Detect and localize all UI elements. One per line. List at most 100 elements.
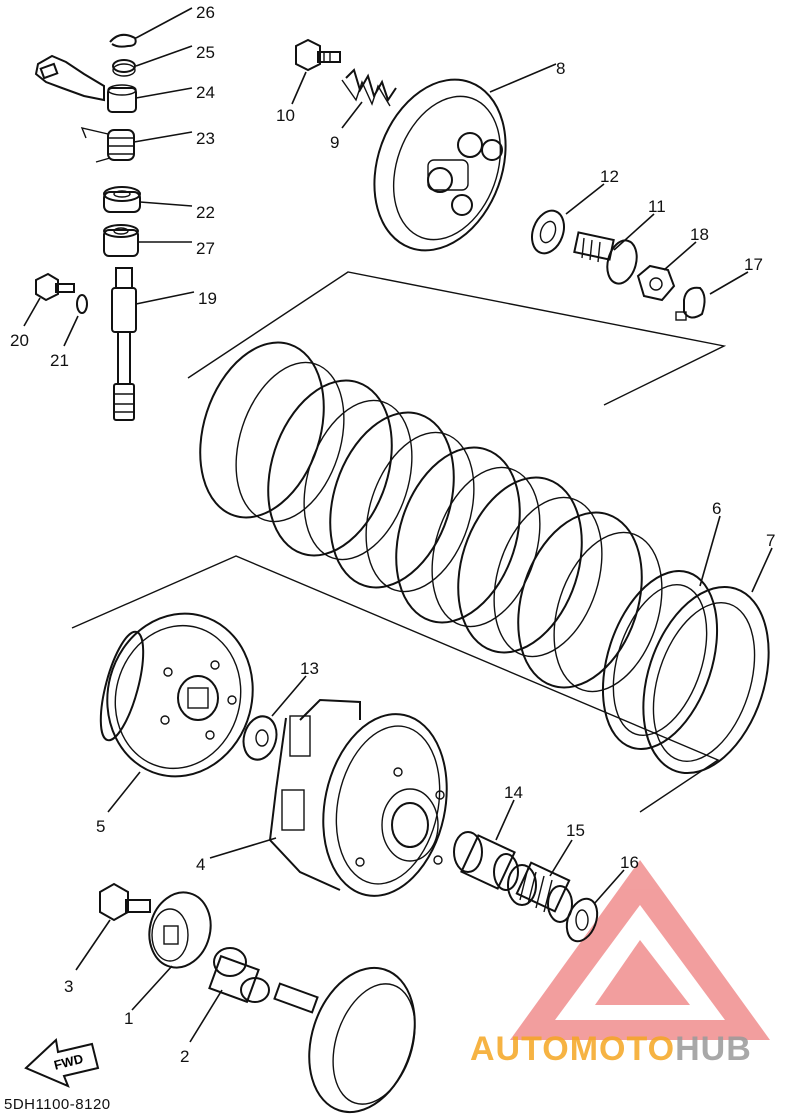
leader-line-6	[699, 515, 721, 587]
clutch-plate-ring	[457, 476, 583, 654]
leader-line-3	[75, 919, 111, 971]
watermark-hub: HUB	[675, 1030, 752, 1068]
leader-line-7	[751, 547, 773, 593]
push-rod-part	[573, 231, 638, 285]
watermark-text: AUTOMOTOHUB	[470, 1030, 752, 1069]
friction-plate-7-part	[642, 585, 770, 775]
leader-line-14	[495, 799, 515, 841]
leader-line-12	[565, 183, 605, 215]
part-label-20: 20	[10, 331, 29, 350]
leader-line-21	[63, 315, 79, 347]
part-label-10: 10	[276, 106, 295, 125]
small-washer-part	[76, 294, 88, 314]
part-label-24: 24	[196, 83, 215, 102]
clutch-plate-ring	[365, 431, 475, 593]
leader-line-13	[271, 675, 307, 717]
hub-group-bracket	[71, 555, 720, 813]
leader-line-15	[549, 839, 573, 877]
part-label-23: 23	[196, 129, 215, 148]
leader-line-26	[135, 7, 193, 39]
hub-bolt-part	[99, 882, 151, 922]
leader-line-18	[663, 241, 697, 271]
collar-part	[208, 947, 270, 1004]
clutch-plate-ring	[553, 531, 663, 693]
torsion-spring-part	[80, 127, 135, 163]
leader-line-22	[139, 201, 193, 207]
part-label-11: 11	[648, 197, 666, 216]
leader-line-19	[135, 291, 195, 305]
lock-washer-part	[675, 286, 706, 321]
leader-line-24	[135, 87, 193, 99]
clutch-plate-ring	[493, 496, 603, 658]
push-shaft-part	[111, 267, 137, 421]
part-label-26: 26	[196, 3, 215, 22]
leader-line-16	[593, 869, 625, 905]
leader-line-5	[107, 771, 141, 813]
watermark-auto: AUTO	[470, 1030, 570, 1068]
part-number-labels: 1234567891011121314151617181920212223242…	[10, 3, 775, 1066]
part-label-13: 13	[300, 659, 319, 678]
leader-line-10	[291, 71, 307, 105]
leader-lines	[23, 7, 773, 1043]
needle-bearing-part	[507, 861, 573, 923]
part-label-2: 2	[180, 1047, 189, 1066]
fwd-label: FWD	[52, 1051, 84, 1073]
primary-driven-gear-part	[99, 612, 254, 778]
part-label-22: 22	[196, 203, 215, 222]
plate-group-bracket	[187, 271, 727, 406]
clutch-plate-ring	[517, 511, 643, 689]
clutch-plate-ring	[303, 399, 413, 561]
leader-line-9	[341, 101, 363, 129]
leader-line-25	[135, 45, 193, 67]
part-label-4: 4	[196, 855, 205, 874]
part-label-15: 15	[566, 821, 585, 840]
lock-nut-part	[636, 264, 676, 302]
leader-line-1	[131, 965, 173, 1011]
washer-part	[112, 59, 136, 77]
part-label-18: 18	[690, 225, 709, 244]
clip-part	[109, 33, 137, 48]
clutch-plate-ring	[235, 361, 345, 523]
bearing-part	[103, 186, 141, 213]
part-label-19: 19	[198, 289, 217, 308]
watermark-logo-icon	[510, 860, 770, 1040]
part-label-16: 16	[620, 853, 639, 872]
leader-line-17	[709, 271, 749, 295]
leader-line-4	[209, 837, 277, 859]
part-label-25: 25	[196, 43, 215, 62]
clutch-plate-ring	[395, 446, 521, 624]
drive-gear-part	[148, 891, 212, 969]
watermark-moto: MOTO	[569, 1030, 676, 1068]
pressure-plate-part	[373, 78, 507, 252]
part-label-21: 21	[50, 351, 69, 370]
main-shaft-part	[273, 966, 416, 1114]
spacer-part	[453, 831, 519, 891]
clutch-plate-ring	[329, 411, 455, 589]
part-label-7: 7	[766, 531, 775, 550]
leader-line-2	[189, 989, 223, 1043]
clutch-plate-stack	[199, 341, 663, 693]
fwd-arrow-icon: FWD	[24, 1037, 100, 1088]
clutch-plate-6-part	[601, 570, 719, 750]
leader-line-20	[23, 297, 41, 327]
clutch-housing-part	[268, 698, 448, 897]
part-label-5: 5	[96, 817, 105, 836]
part-label-6: 6	[712, 499, 721, 518]
leader-line-11	[613, 213, 655, 251]
small-bolt-part	[35, 272, 75, 302]
pressure-plate-bolt-part	[295, 38, 341, 72]
part-label-17: 17	[744, 255, 763, 274]
washer-16-part	[565, 897, 599, 943]
bushing-part	[103, 224, 139, 257]
push-lever-part	[34, 54, 137, 113]
clutch-plate-ring	[267, 379, 393, 557]
part-label-27: 27	[196, 239, 215, 258]
part-label-8: 8	[556, 59, 565, 78]
part-label-12: 12	[600, 167, 619, 186]
thrust-washer-part	[242, 715, 278, 761]
part-label-1: 1	[124, 1009, 133, 1028]
washer-12-part	[531, 209, 565, 255]
clutch-plate-ring	[199, 341, 325, 519]
clutch-plate-ring	[431, 466, 541, 628]
